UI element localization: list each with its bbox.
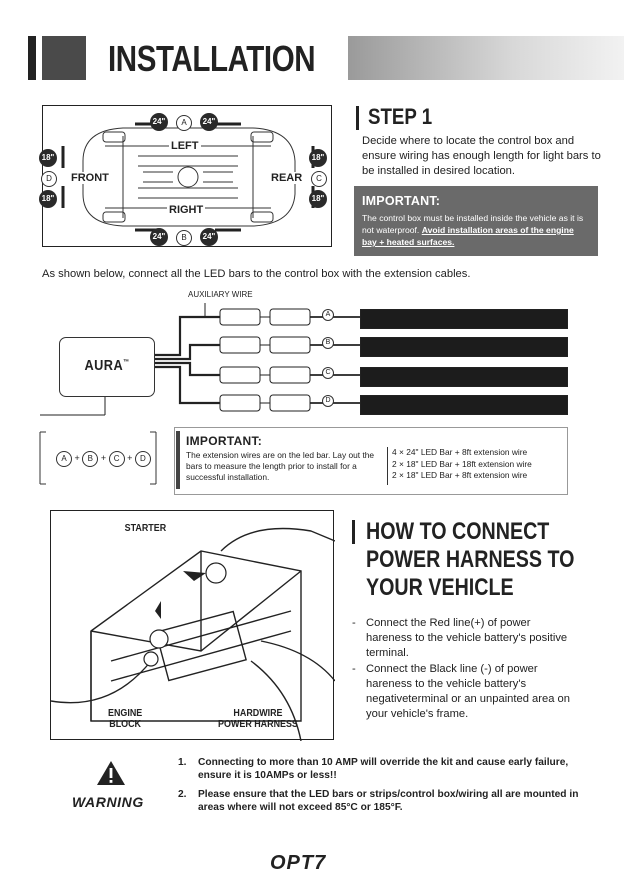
important-box-1: IMPORTANT: The control box must be insta…: [354, 186, 598, 256]
sum-c: C: [108, 451, 125, 467]
header-accent-box: [42, 36, 86, 80]
important-box-2: [174, 427, 568, 495]
bar-kit-list: 4 × 24" LED Bar + 8ft extension wire 2 ×…: [392, 447, 532, 482]
how-bullet-2: -Connect the Black line (-) of power har…: [352, 663, 571, 720]
port-c-marker: C: [311, 171, 327, 187]
label-rear: REAR: [269, 172, 305, 184]
warning-label: WARNING: [72, 794, 144, 810]
badge-24-bottom-right: 24": [200, 228, 218, 246]
port-sum-row: A + B + C + D: [56, 451, 151, 467]
step1-title: STEP 1: [368, 104, 433, 129]
battery-illustration: [51, 527, 335, 741]
label-left: LEFT: [169, 140, 201, 152]
sum-d: D: [134, 451, 151, 467]
important-text: The control box must be installed inside…: [362, 213, 584, 247]
control-box-label: AURA™: [84, 357, 130, 374]
wire-tag-d: D: [322, 395, 334, 407]
step1-accent: [356, 106, 359, 130]
warning-item-2: 2.Please ensure that the LED bars or str…: [178, 789, 579, 813]
badge-18-rear-bottom: 18": [309, 190, 327, 208]
port-a-marker: A: [176, 115, 192, 131]
how-accent: [352, 520, 355, 544]
wiring-illustration: [40, 303, 360, 416]
badge-24-top-right: 24": [200, 113, 218, 131]
label-front: FRONT: [69, 172, 111, 184]
led-bar-a: [360, 309, 568, 329]
warning-item-1: 1.Connecting to more than 10 AMP will ov…: [178, 757, 569, 781]
header-gradient-band: [348, 36, 624, 80]
bar-kit-item: 2 × 18" LED Bar + 18ft extension wire: [392, 458, 532, 469]
battery-diagram: STARTER ENGINE BLOCK HARDWIRE POWER HARN…: [50, 510, 335, 741]
header-accent-bar: [28, 36, 36, 80]
engine-block-label: ENGINE BLOCK: [108, 707, 143, 730]
wire-tag-b: B: [322, 337, 334, 349]
important-2-text: The extension wires are on the led bar. …: [186, 450, 375, 482]
wire-tag-a: A: [322, 309, 334, 321]
bar-kit-item: 2 × 18" LED Bar + 8ft extension wire: [392, 470, 528, 480]
car-diagram: 24" A 24" 24" B 24" 18" D 18" 18" C 18" …: [39, 105, 332, 247]
sum-b: B: [82, 451, 99, 467]
important-emphasis: Avoid installation areas of the engine b…: [362, 225, 574, 247]
wire-tag-c: C: [322, 367, 334, 379]
how-title: HOW TO CONNECT POWER HARNESS TO YOUR VEH…: [366, 518, 575, 601]
badge-18-front-top: 18": [39, 149, 57, 167]
step1-text: Decide where to locate the control box a…: [362, 135, 601, 177]
bar-kit-item: 4 × 24" LED Bar + 8ft extension wire: [392, 447, 528, 457]
label-right: RIGHT: [167, 204, 206, 216]
port-b-marker: B: [176, 230, 192, 246]
important-2-title: IMPORTANT:: [186, 434, 263, 448]
important-2-separator: [387, 447, 388, 485]
important-title: IMPORTANT:: [362, 194, 441, 208]
led-bar-c: [360, 367, 568, 387]
port-d-marker: D: [41, 171, 57, 187]
led-bar-b: [360, 337, 568, 357]
brand-logo: OPT7: [270, 852, 327, 874]
important-box-2-accent: [176, 431, 180, 489]
badge-24-top-left: 24": [150, 113, 168, 131]
auxiliary-wire-label: AUXILIARY WIRE: [188, 290, 253, 299]
starter-label: STARTER: [124, 522, 167, 534]
page-title: INSTALLATION: [108, 38, 316, 79]
led-bar-d: [360, 395, 568, 415]
sum-bracket: [39, 431, 157, 485]
instruction-line: As shown below, connect all the LED bars…: [42, 268, 471, 280]
warning-icon: [97, 761, 125, 785]
badge-18-rear-top: 18": [309, 149, 327, 167]
badge-18-front-bottom: 18": [39, 190, 57, 208]
how-bullet-1: -Connect the Red line(+) of power harene…: [352, 617, 568, 659]
hardwire-label: HARDWIRE POWER HARNESS: [218, 707, 298, 730]
sum-a: A: [56, 451, 72, 467]
control-box: [59, 337, 155, 397]
badge-24-bottom-left: 24": [150, 228, 168, 246]
